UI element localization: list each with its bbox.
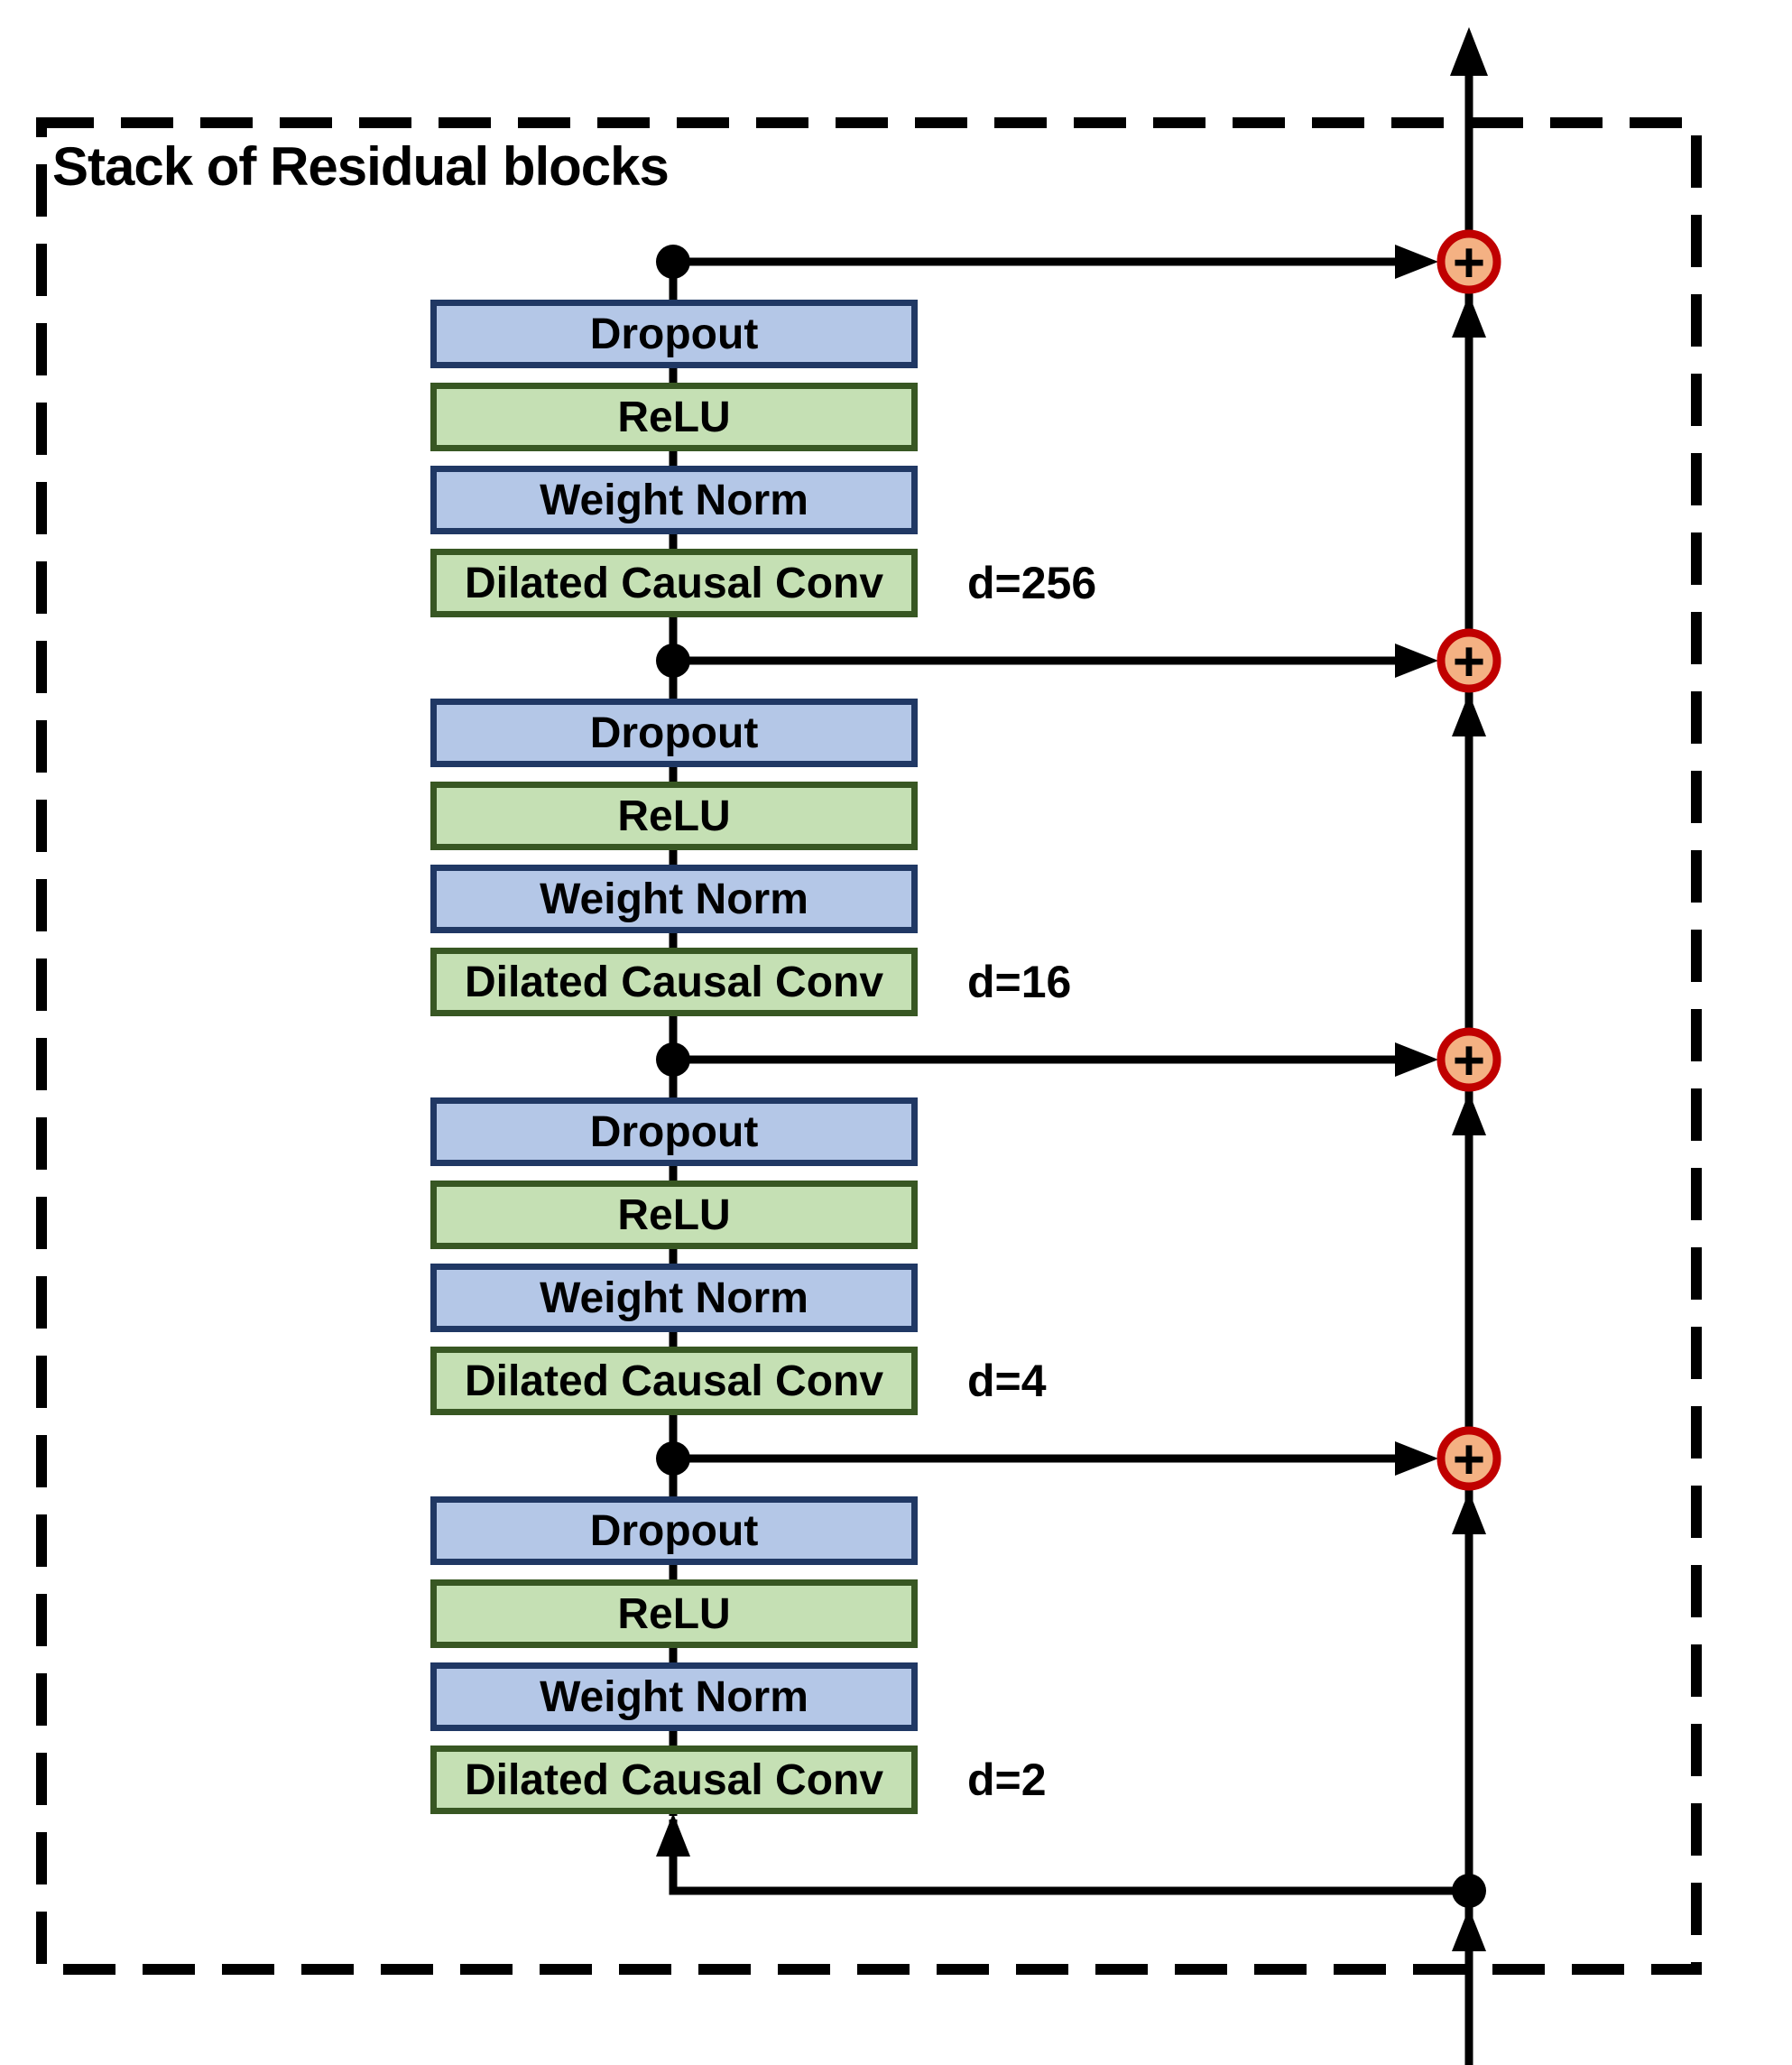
- input-dot-arrowhead-icon: [1452, 1908, 1486, 1951]
- skip-connection-lines: [673, 245, 1438, 1476]
- plus-icon: +: [1453, 1030, 1485, 1092]
- layer-box-weight-norm: Weight Norm: [430, 865, 918, 933]
- layer-box-relu: ReLU: [430, 1579, 918, 1648]
- layer-box-dropout: Dropout: [430, 699, 918, 767]
- input-arrowhead-icon: [656, 1813, 690, 1857]
- branch-dot: [656, 1441, 690, 1476]
- layer-box-relu: ReLU: [430, 383, 918, 451]
- branch-dot: [656, 1042, 690, 1077]
- layer-box-dropout: Dropout: [430, 1496, 918, 1565]
- plus-icon: +: [1453, 1429, 1485, 1491]
- skip-arrowhead-icon: [1395, 644, 1438, 678]
- input-elbow-path: [656, 1813, 1469, 1895]
- layer-box-weight-norm: Weight Norm: [430, 466, 918, 534]
- sum-node: [1436, 229, 1501, 294]
- sum-input-arrowhead-icon: [1452, 693, 1486, 736]
- branch-dot: [656, 245, 690, 279]
- layer-box-dropout: Dropout: [430, 1097, 918, 1166]
- stack-boundary-dashed-box: [36, 117, 1702, 1975]
- layer-box-relu: ReLU: [430, 782, 918, 850]
- layer-box-dilated-causal-conv: Dilated Causal Conv: [430, 1347, 918, 1415]
- layer-box-dilated-causal-conv: Dilated Causal Conv: [430, 549, 918, 617]
- sum-input-arrowhead-icon: [1452, 294, 1486, 338]
- layer-box-relu: ReLU: [430, 1181, 918, 1249]
- sum-node: [1436, 1027, 1501, 1092]
- branch-dot: [656, 644, 690, 678]
- trunk-arrowheads: [1452, 294, 1486, 1951]
- dilation-label: d=16: [967, 957, 1072, 1007]
- skip-arrowhead-icon: [1395, 1441, 1438, 1476]
- layer-box-dilated-causal-conv: Dilated Causal Conv: [430, 948, 918, 1016]
- plus-icon: +: [1453, 232, 1485, 294]
- layer-box-dilated-causal-conv: Dilated Causal Conv: [430, 1746, 918, 1814]
- layer-box-weight-norm: Weight Norm: [430, 1662, 918, 1731]
- dilation-label: d=4: [967, 1356, 1047, 1406]
- sum-nodes: + + + +: [1436, 229, 1501, 1491]
- dilation-label: d=2: [967, 1755, 1047, 1805]
- dilation-label: d=256: [967, 558, 1097, 608]
- sum-input-arrowhead-icon: [1452, 1092, 1486, 1135]
- plus-icon: +: [1453, 631, 1485, 693]
- skip-arrowhead-icon: [1395, 1042, 1438, 1077]
- layer-box-weight-norm: Weight Norm: [430, 1264, 918, 1332]
- output-arrowhead-icon: [1450, 27, 1488, 76]
- branch-dots: [656, 245, 1486, 1908]
- layer-box-dropout: Dropout: [430, 300, 918, 368]
- skip-arrowhead-icon: [1395, 245, 1438, 279]
- input-branch-dot: [1452, 1874, 1486, 1908]
- diagram-title: Stack of Residual blocks: [52, 136, 670, 197]
- sum-input-arrowhead-icon: [1452, 1491, 1486, 1534]
- sum-node: [1436, 628, 1501, 693]
- sum-node: [1436, 1426, 1501, 1491]
